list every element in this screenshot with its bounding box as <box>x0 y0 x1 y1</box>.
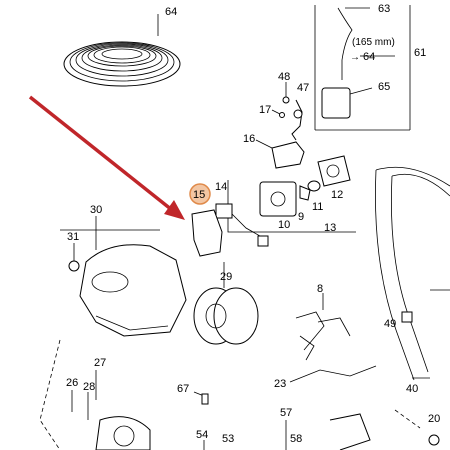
label-20: 20 <box>428 413 440 425</box>
label-63: 63 <box>378 3 390 15</box>
label-15: 15 <box>193 189 205 201</box>
part-15-cover <box>191 209 223 257</box>
handle-frame <box>375 166 450 381</box>
label-28: 28 <box>83 381 95 393</box>
label-9: 9 <box>298 211 304 223</box>
part-30-shroud <box>79 244 187 337</box>
label-10: 10 <box>278 219 290 231</box>
highlight-circle-15 <box>189 183 211 205</box>
label-47: 47 <box>297 82 309 94</box>
label-65: 65 <box>378 81 390 93</box>
part-29-air-filter <box>193 262 259 345</box>
label-64: 64 <box>165 6 177 18</box>
label-58: 58 <box>290 433 302 445</box>
ignition-module-box <box>314 5 411 131</box>
label-48: 48 <box>278 71 290 83</box>
part-12-housing <box>317 155 351 187</box>
label-40: 40 <box>406 383 418 395</box>
part-11-ring <box>307 180 321 192</box>
label-16: 16 <box>243 133 255 145</box>
part-58-fuel-tank <box>329 413 371 450</box>
part-16-bracket <box>271 141 305 169</box>
label-61: 61 <box>414 47 426 59</box>
part-47-48-17-group <box>271 82 303 141</box>
label-13: 13 <box>324 222 336 234</box>
label-17: 17 <box>259 104 271 116</box>
part-67-screw <box>201 393 209 405</box>
label-12: 12 <box>331 189 343 201</box>
part-65-module <box>321 87 351 119</box>
label-26: 26 <box>66 377 78 389</box>
label-14: 14 <box>215 181 227 193</box>
label-57: 57 <box>280 407 292 419</box>
label-54: 54 <box>196 429 208 441</box>
label-8: 8 <box>317 283 323 295</box>
label-29: 29 <box>220 271 232 283</box>
label-31: 31 <box>67 231 79 243</box>
part-23-fuel-line <box>289 365 377 383</box>
pointer-arrow <box>28 95 185 220</box>
part-31-screw <box>68 260 80 272</box>
label-67: 67 <box>177 383 189 395</box>
label-23: 23 <box>274 378 286 390</box>
label-arrow-64: 64 <box>363 51 375 63</box>
arrow-to-64: → <box>350 52 360 63</box>
label-27: 27 <box>94 357 106 369</box>
part-27-housing <box>95 416 151 450</box>
part-20-screw <box>428 434 440 446</box>
part-9-plate <box>259 181 297 217</box>
label-30: 30 <box>90 204 102 216</box>
label-53: 53 <box>222 433 234 445</box>
length-note: (165 mm) <box>352 37 395 48</box>
label-49: 49 <box>384 318 396 330</box>
part-14-connector <box>215 203 269 247</box>
label-11: 11 <box>312 201 323 213</box>
part-64-spiral-mat <box>63 14 181 87</box>
part-8-hoses <box>295 293 351 361</box>
